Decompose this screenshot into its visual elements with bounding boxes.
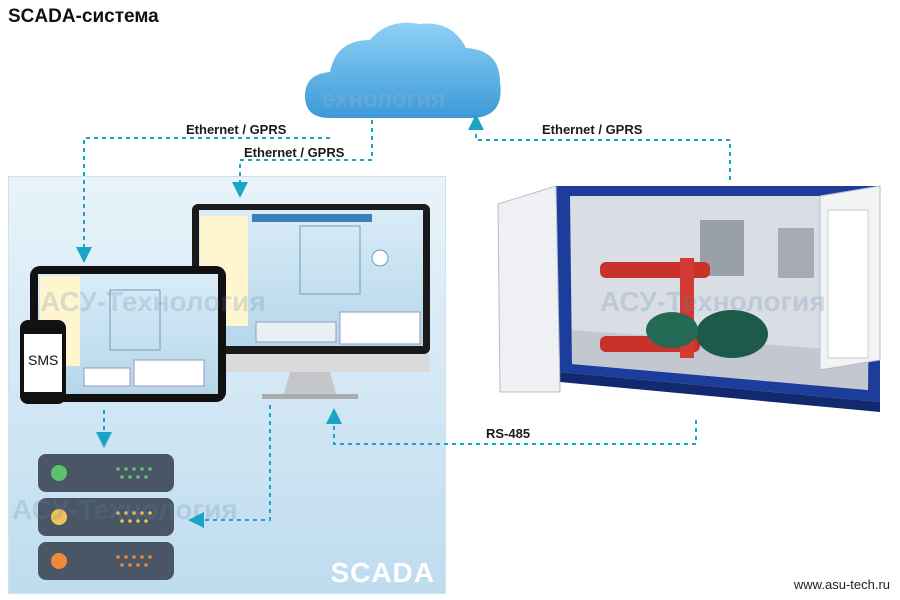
cloud-to-monitor-line (232, 120, 373, 198)
website-url: www.asu-tech.ru (793, 577, 890, 592)
server-stack-icon (38, 454, 174, 580)
cloud-watermark-text: ехнология (322, 86, 446, 113)
monitor-to-server-line (188, 405, 271, 528)
diagram-title: SCADA-система (8, 6, 159, 27)
link-label-rs485: RS-485 (486, 426, 531, 441)
container-icon (497, 185, 881, 412)
watermark-right: АСУ-Технология (600, 286, 826, 317)
link-label-cloud-monitor: Ethernet / GPRS (244, 145, 345, 160)
scada-label: SCADA (330, 557, 435, 588)
link-label-cloud-tablet: Ethernet / GPRS (186, 122, 287, 137)
cloud-icon (305, 22, 501, 118)
cloud-to-tablet-line (76, 137, 330, 263)
sms-label: SMS (28, 352, 59, 368)
phone-icon (20, 320, 66, 404)
watermark-left: АСУ-Технология (40, 286, 266, 317)
container-to-cloud-line (468, 114, 731, 180)
rs485-line (326, 408, 697, 445)
tablet-icon (30, 266, 226, 402)
connection-lines (76, 114, 731, 528)
watermark-bottom: АСУ-Технология (12, 494, 238, 525)
link-label-container-cloud: Ethernet / GPRS (542, 122, 643, 137)
monitor-icon (192, 204, 430, 399)
